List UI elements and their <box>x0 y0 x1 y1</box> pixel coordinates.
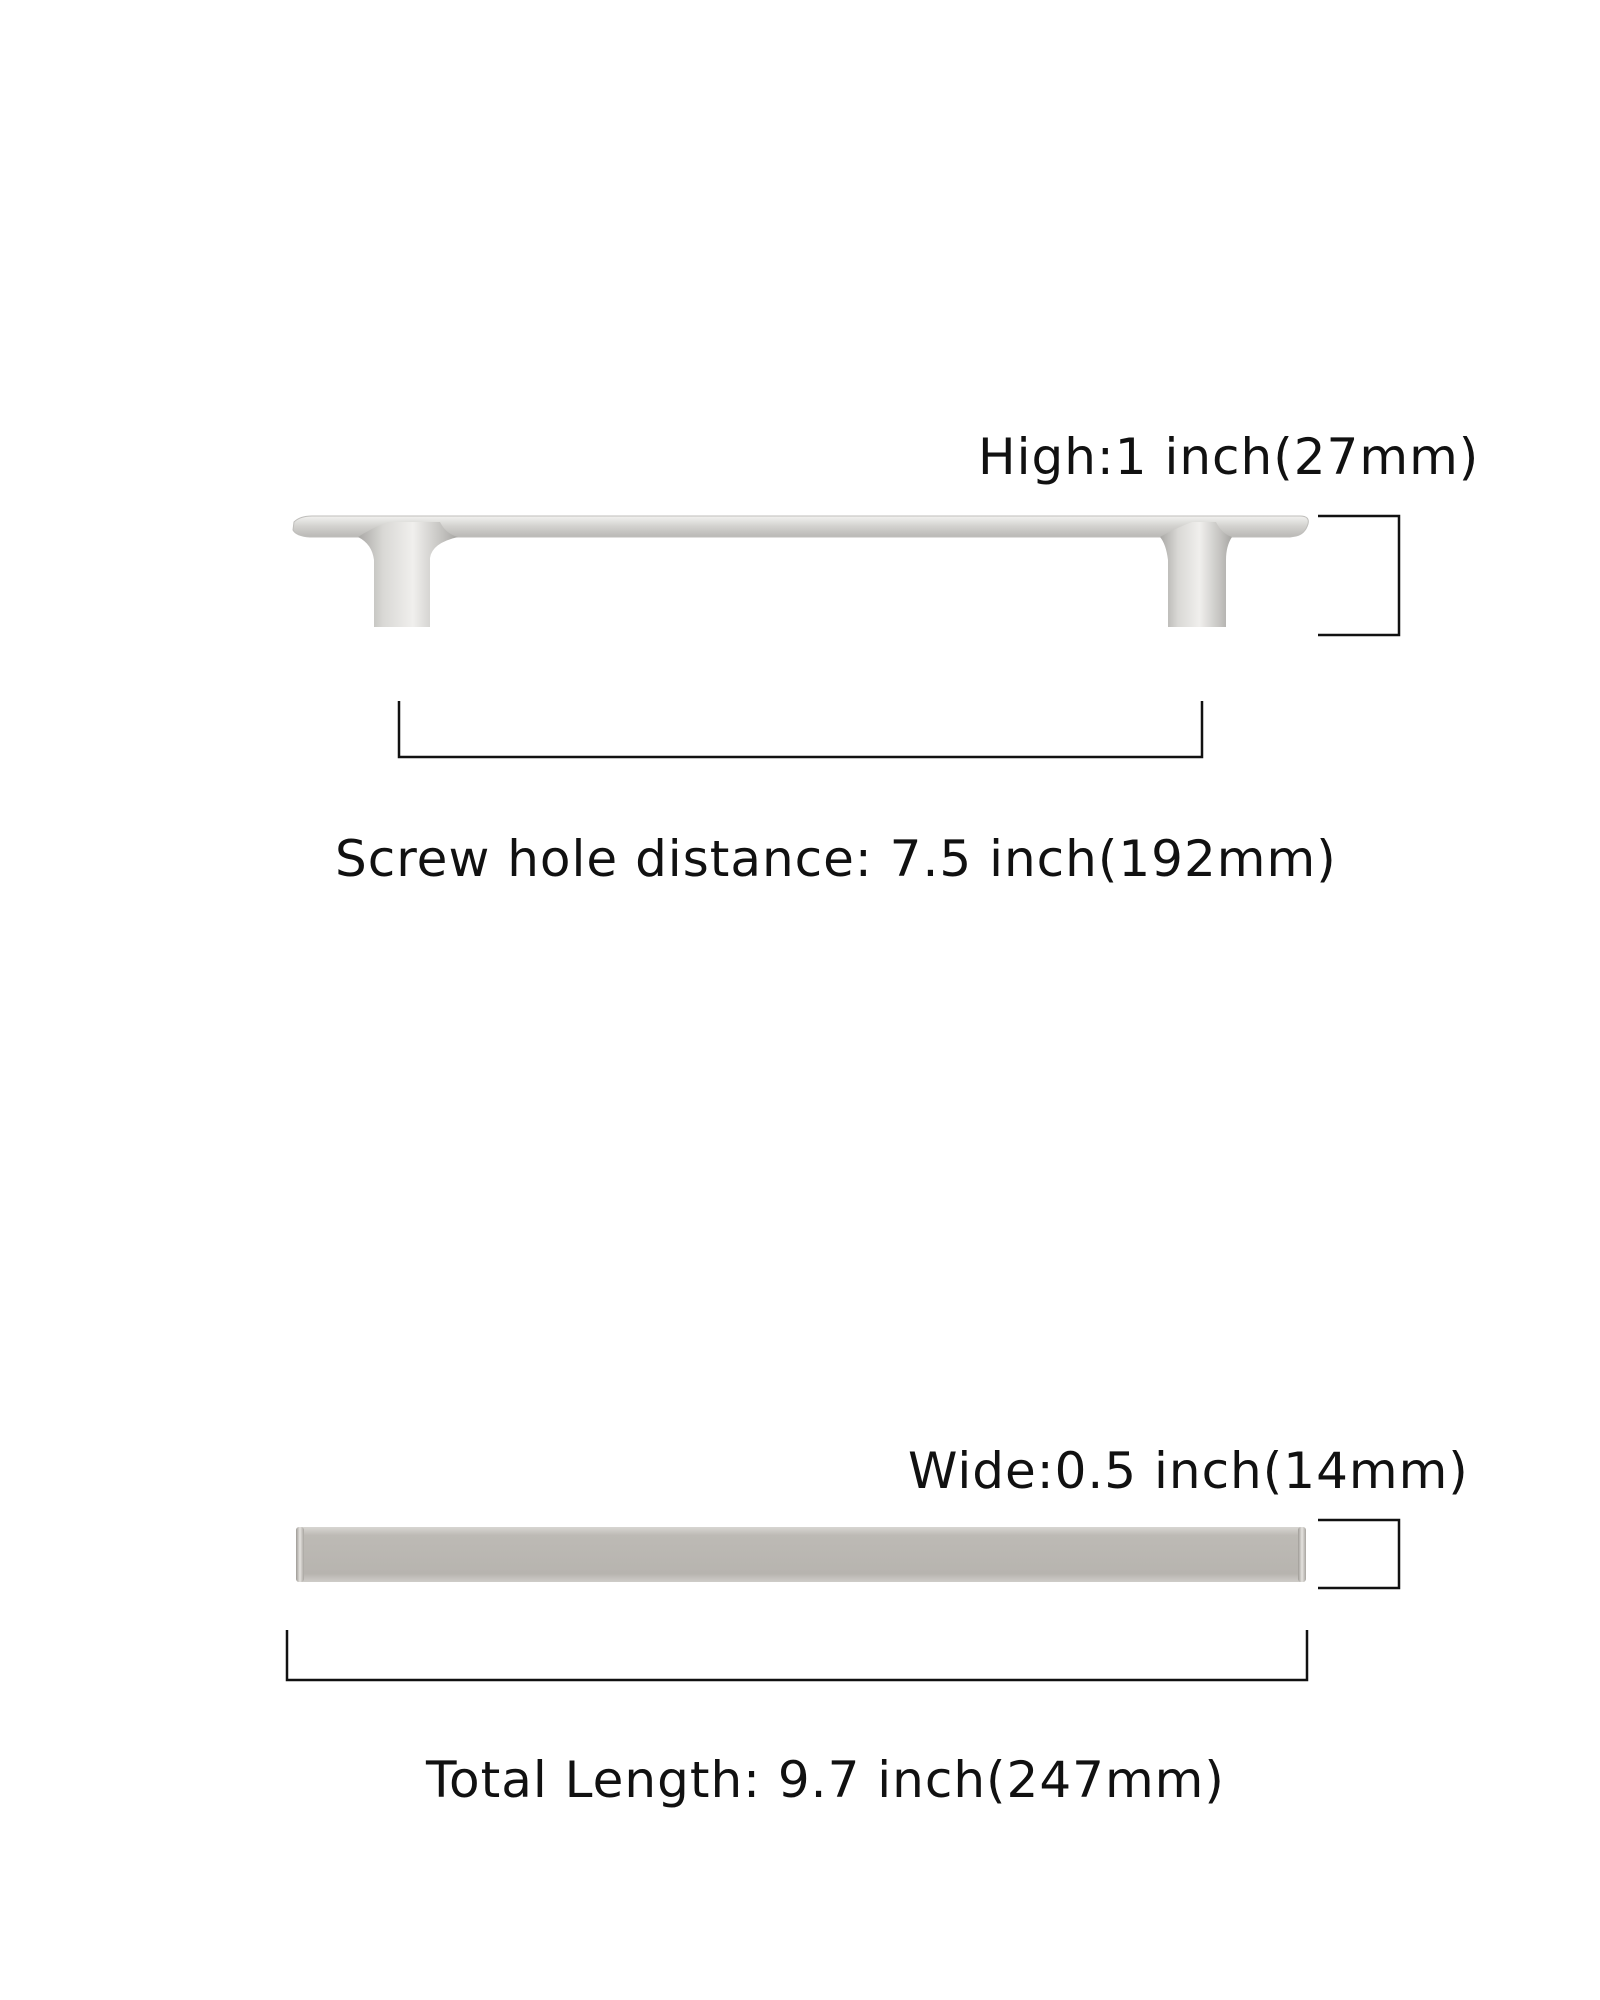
screw-hole-distance-label: Screw hole distance: 7.5 inch(192mm) <box>335 830 1337 888</box>
handle-top-bar <box>296 1527 1306 1582</box>
handle-side-view <box>292 515 1309 627</box>
handle-right-post <box>1160 522 1232 627</box>
width-bracket <box>1318 1518 1401 1590</box>
total-length-label: Total Length: 9.7 inch(247mm) <box>426 1751 1225 1809</box>
handle-side-bar <box>292 515 1309 538</box>
height-label: High:1 inch(27mm) <box>978 428 1480 486</box>
handle-top-left-cap <box>296 1527 304 1582</box>
screw-distance-bracket <box>397 701 1204 759</box>
height-bracket <box>1318 514 1401 637</box>
handle-top-view <box>296 1527 1306 1582</box>
total-length-bracket <box>285 1630 1309 1682</box>
handle-left-post <box>358 522 458 627</box>
width-label: Wide:0.5 inch(14mm) <box>908 1442 1469 1500</box>
handle-top-right-cap <box>1298 1527 1306 1582</box>
